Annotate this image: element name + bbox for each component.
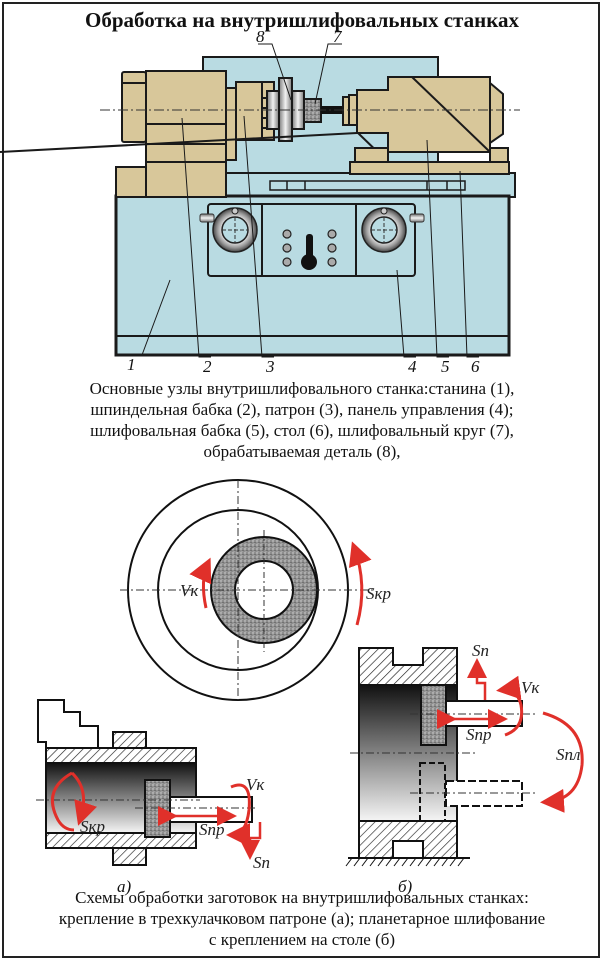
leader-lines xyxy=(124,43,479,358)
skr-arrow-a xyxy=(50,771,75,832)
machine-caption-line: шлифовальная бабка (5), стол (6), шлифов… xyxy=(90,421,514,440)
grinding-spindle xyxy=(321,106,344,114)
skr-rotation-arrow xyxy=(348,541,372,626)
vk-label: Vк xyxy=(180,581,199,600)
label-2: 2 xyxy=(203,357,212,376)
spindle-head xyxy=(115,70,237,198)
machine-drawing: 1 2 3 4 5 6 8 7 xyxy=(0,27,520,376)
sn-arrow-a xyxy=(240,822,262,860)
snp-label-a: Sпр xyxy=(199,820,225,839)
skr-label-a: Sкр xyxy=(80,817,105,836)
indicator-lights xyxy=(282,229,337,267)
schemes-caption-line: с креплением на столе (б) xyxy=(208,930,396,949)
machine-caption: Основные узлы внутришлифовального станка… xyxy=(0,378,604,462)
sn-arrow-b xyxy=(467,658,487,700)
scheme-b: Sп Vк Sпр Sпл xyxy=(345,641,584,867)
sn-label-b: Sп xyxy=(472,641,489,660)
label-6: 6 xyxy=(471,357,480,376)
label-7: 7 xyxy=(333,27,343,46)
scheme-a: Sкр Vк Sпр Sп xyxy=(36,699,270,872)
vk-label-b: Vк xyxy=(521,678,540,697)
skr-label: Sкр xyxy=(366,584,391,603)
vk-label-a: Vк xyxy=(246,775,265,794)
schemes-caption-line: Схемы обработки заготовок на внутришлифо… xyxy=(75,888,529,907)
label-1: 1 xyxy=(127,355,136,374)
control-panel xyxy=(199,203,425,277)
wheel-spindle-a xyxy=(169,796,253,823)
scheme-a-label: а) xyxy=(117,877,132,896)
label-3: 3 xyxy=(265,357,275,376)
label-4: 4 xyxy=(408,357,417,376)
snl-label-b: Sпл xyxy=(556,745,580,764)
part-number-labels: 1 2 3 4 5 6 8 7 xyxy=(127,27,480,376)
label-5: 5 xyxy=(441,357,450,376)
label-8: 8 xyxy=(256,27,265,46)
machine-caption-line: шпиндельная бабка (2), патрон (3), панел… xyxy=(90,400,514,419)
grinding-wheel-b xyxy=(420,684,447,746)
vk-arrow-a xyxy=(226,783,251,847)
planetary-circle-diagram: Vк Sкр xyxy=(120,479,391,701)
schemes-caption: Схемы обработки заготовок на внутришлифо… xyxy=(0,887,604,950)
sn-label-a: Sп xyxy=(253,853,270,872)
vk-rotation-arrow xyxy=(189,557,212,609)
scheme-b-label: б) xyxy=(398,877,413,896)
snp-label-b: Sпр xyxy=(466,725,492,744)
chuck-jaw xyxy=(37,699,99,749)
control-lever xyxy=(306,234,313,260)
page-title: Обработка на внутришлифовальных станках xyxy=(85,8,519,32)
machine-caption-line: Основные узлы внутришлифовального станка… xyxy=(89,379,515,398)
schemes-caption-line: крепление в трехкулачковом патроне (а); … xyxy=(58,909,546,928)
snl-arrow-b xyxy=(540,711,584,813)
machine-caption-line: обрабатываемая деталь (8), xyxy=(203,442,401,461)
vk-arrow-b xyxy=(496,675,524,737)
